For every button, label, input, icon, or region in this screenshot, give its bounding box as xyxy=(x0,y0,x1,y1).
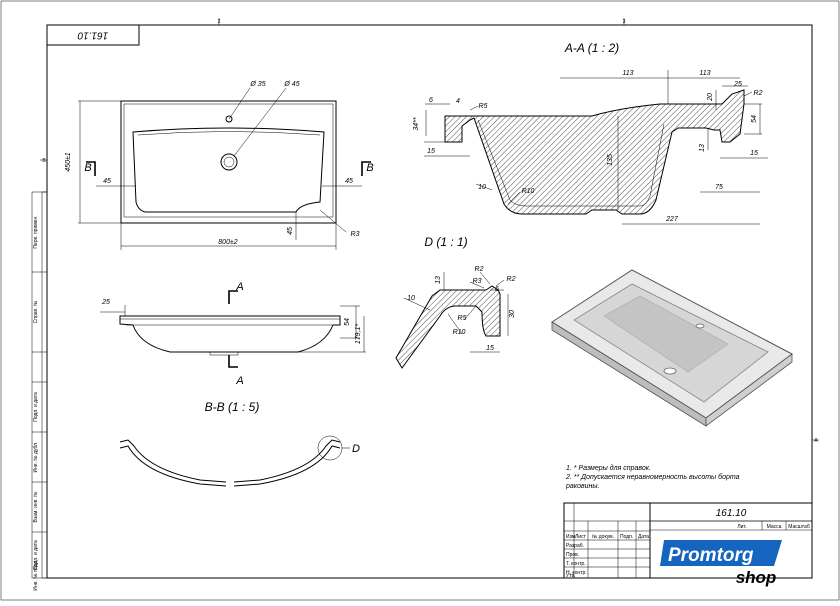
strip-label-4: Инв. № дубл. xyxy=(33,442,39,473)
dim-top-width: 800±2 xyxy=(218,239,238,246)
dim-d-15: 15 xyxy=(486,345,494,352)
col-doc: № докум. xyxy=(592,534,614,540)
row-razrab: Разраб. xyxy=(566,543,584,549)
dim-aa-54: 54 xyxy=(751,115,758,123)
dim-top-hole2: Ø 45 xyxy=(283,81,299,88)
dim-aa-113b: 113 xyxy=(699,70,710,77)
dim-top-bottom45: 45 xyxy=(287,227,294,235)
top-view: 450±1 800±2 45 45 45 R3 Ø 35 Ø 45 B B xyxy=(65,81,374,250)
rotated-code-box: 161.10 xyxy=(46,24,140,46)
dim-aa-34: 34** xyxy=(413,117,420,131)
rotated-drawing-number: 161.10 xyxy=(77,29,108,40)
isometric-view xyxy=(551,269,793,427)
dim-d-r5: R5 xyxy=(458,315,467,322)
dim-aa-227: 227 xyxy=(665,216,679,223)
frame-mark-top2: 3 xyxy=(623,19,626,25)
dim-front-179: 179,1* xyxy=(355,324,362,345)
dim-aa-20: 20 xyxy=(707,93,714,102)
dim-aa-135: 135 xyxy=(607,154,614,166)
cut-a-bottom: A xyxy=(235,375,243,387)
strip-label-2: Справ. № xyxy=(33,301,39,324)
dim-top-right45: 45 xyxy=(345,178,353,185)
dim-aa-15a: 15 xyxy=(427,148,435,155)
note-1: 1. * Размеры для справок. xyxy=(566,464,651,472)
detail-d: D (1 : 1) 13 R2 R3 R2 6 10 R5 30 R10 15 xyxy=(395,235,516,369)
dim-aa-r5: R5 xyxy=(479,103,488,110)
dim-aa-4: 4 xyxy=(456,98,460,105)
title-block-code: 161.10 xyxy=(716,508,747,519)
cut-a-top: A xyxy=(235,281,243,293)
strip-label-3: Подп. и дата xyxy=(33,392,39,422)
dim-aa-75: 75 xyxy=(715,184,723,191)
frame-mark-left: B xyxy=(42,158,46,164)
col-izm: Изм xyxy=(566,534,576,540)
dim-aa-6: 6 xyxy=(429,97,433,104)
title-block: 161.10 Изм Лист № докум. Подп. Дата Разр… xyxy=(563,502,813,579)
cut-b-left: B xyxy=(84,162,91,174)
dim-aa-r10: R10 xyxy=(522,188,535,195)
strip-label-1: Перв. примен. xyxy=(33,215,39,248)
frame-mark-right: A xyxy=(814,438,818,444)
logo-background xyxy=(660,540,782,566)
dim-front-54: 54 xyxy=(344,318,351,326)
dim-aa-10: 10 xyxy=(478,184,486,191)
strip-label-7: Инв. № подл. xyxy=(33,559,39,590)
dim-d-r2a: R2 xyxy=(475,266,484,273)
row-tkontr: Т. контр. xyxy=(566,561,586,567)
strip-label-6: Подп. и дата xyxy=(33,540,39,570)
title-section-bb: B-B (1 : 5) xyxy=(205,400,260,414)
dim-aa-15b: 15 xyxy=(750,150,758,157)
note-3: раковины. xyxy=(565,483,600,490)
row-prov: Пров. xyxy=(566,552,579,558)
promtorg-logo[interactable]: Promtorg shop xyxy=(660,540,782,587)
dim-aa-13: 13 xyxy=(699,144,706,152)
dim-aa-r2: R2 xyxy=(754,90,763,97)
frame-mark-top1: 2 xyxy=(218,19,221,25)
dim-d-r10: R10 xyxy=(453,329,466,336)
dim-d-r2b: R2 xyxy=(507,276,516,283)
title-section-aa: A-A (1 : 2) xyxy=(564,41,619,55)
dim-front-25: 25 xyxy=(101,299,110,306)
row-utv: Утв. xyxy=(566,573,576,579)
section-bb: B-B (1 : 5) D xyxy=(119,400,360,487)
dim-top-height: 450±1 xyxy=(65,152,72,172)
dim-top-left45: 45 xyxy=(103,178,111,185)
front-view: 25 54 179,1* A A xyxy=(100,281,366,387)
dim-top-radius: R3 xyxy=(351,231,360,238)
col-list: Лист xyxy=(575,534,587,540)
left-strip: Перв. примен. Справ. № Подп. и дата Инв.… xyxy=(31,191,48,591)
cut-b-right: B xyxy=(366,162,373,174)
logo-main-text: Promtorg xyxy=(668,545,754,566)
strip-label-5: Взам. инв. № xyxy=(33,492,39,523)
detail-d-marker: D xyxy=(352,443,360,455)
dim-d-r3: R3 xyxy=(473,278,482,285)
col-sign: Подп. xyxy=(620,534,633,540)
notes: 1. * Размеры для справок. 2. ** Допускае… xyxy=(565,464,740,490)
col-scale: Масштаб xyxy=(788,524,810,530)
col-date: Дата xyxy=(638,534,649,540)
dim-d-30: 30 xyxy=(509,310,516,318)
col-massa: Масса xyxy=(767,524,782,530)
note-2: 2. ** Допускается неравномерность высоты… xyxy=(565,473,740,481)
dim-aa-113a: 113 xyxy=(622,70,633,77)
title-detail-d: D (1 : 1) xyxy=(424,235,467,249)
dim-d-13: 13 xyxy=(435,276,442,284)
dim-aa-25: 25 xyxy=(733,81,742,88)
dim-d-6: 6 xyxy=(495,286,499,293)
section-aa: A-A (1 : 2) 113 113 25 20 R2 6 4 R5 34**… xyxy=(413,41,768,225)
dim-top-hole1: Ø 35 xyxy=(249,81,265,88)
logo-sub-text: shop xyxy=(736,568,777,587)
dim-d-10: 10 xyxy=(407,295,415,302)
row-nkontr: Н. контр. xyxy=(566,570,587,576)
col-lit: Лит. xyxy=(737,524,746,530)
